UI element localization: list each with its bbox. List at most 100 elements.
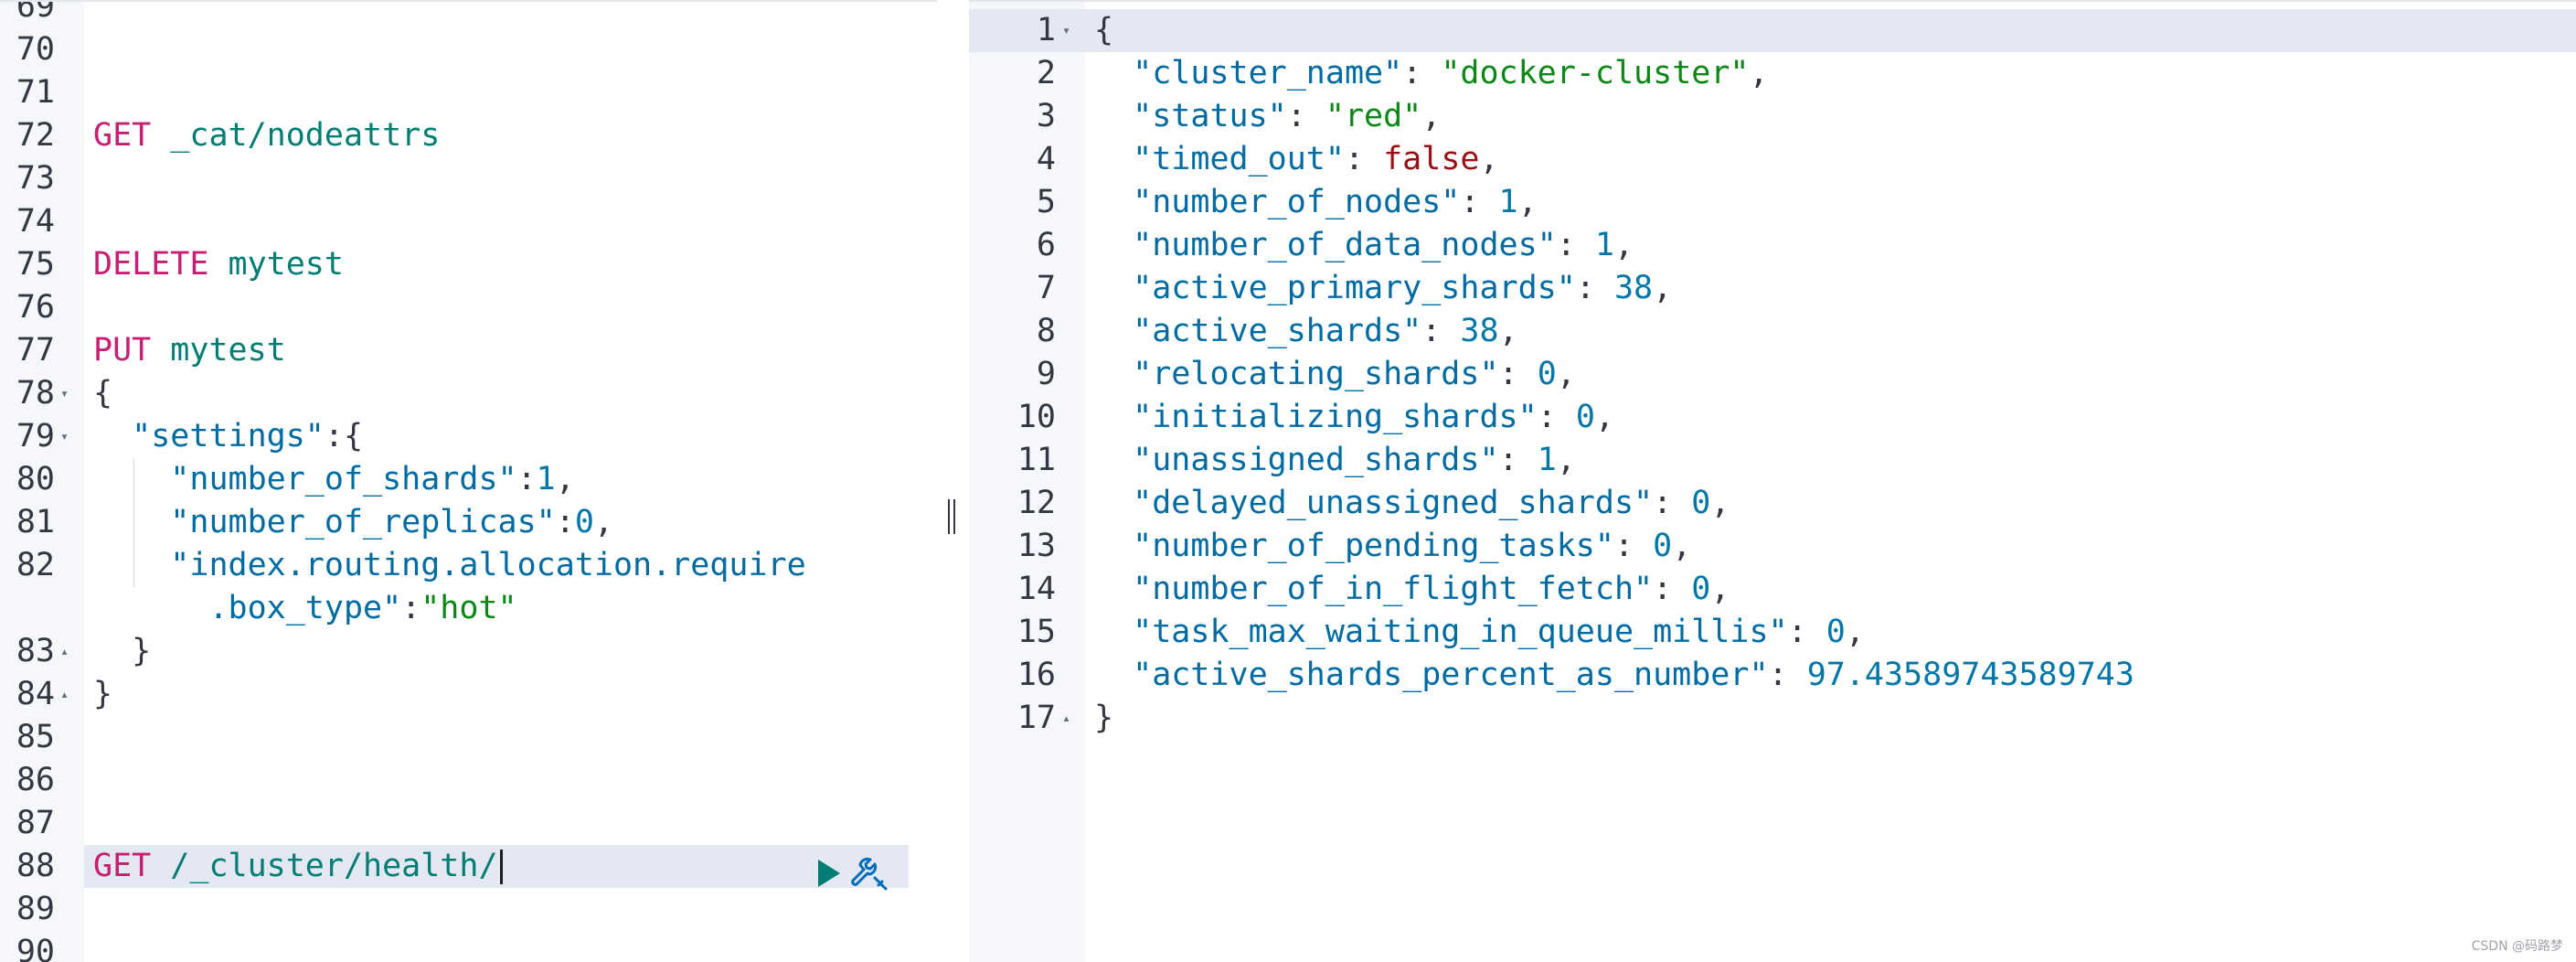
token-pu <box>1094 313 1133 349</box>
token-k: "number_of_shards" <box>170 461 517 497</box>
token-pu: , <box>1613 227 1634 263</box>
request-line[interactable]: 83▴ } <box>0 630 937 673</box>
response-line: 5 "number_of_nodes": 1, <box>969 181 2576 224</box>
token-s: "hot" <box>420 590 517 626</box>
token-k: "number_of_pending_tasks" <box>1133 528 1614 564</box>
request-line[interactable]: 79▾ "settings":{ <box>0 415 937 458</box>
token-pu: : <box>1286 98 1325 134</box>
request-line[interactable]: 84▴} <box>0 673 937 716</box>
code-text: "active_primary_shards": 38, <box>1094 267 1672 310</box>
token-k: "number_of_nodes" <box>1133 184 1461 220</box>
line-number: 1 <box>1036 12 1056 48</box>
fold-toggle-expand-icon[interactable]: ▴ <box>60 686 69 702</box>
token-pu: : <box>516 461 537 497</box>
token-pu: , <box>1517 184 1538 220</box>
response-line: 7 "active_primary_shards": 38, <box>969 267 2576 310</box>
token-n: 38 <box>1460 313 1499 349</box>
code-text: { <box>1094 9 1113 52</box>
token-pu <box>151 332 170 369</box>
token-pu: , <box>1479 141 1499 177</box>
code-text: "status": "red", <box>1094 95 1441 138</box>
request-line[interactable]: 71 <box>0 71 937 114</box>
response-gutter <box>969 2 1085 962</box>
resize-handle[interactable] <box>945 499 960 534</box>
code-text: "settings":{ <box>93 415 363 458</box>
token-pu <box>93 504 170 540</box>
token-pu: , <box>1653 270 1673 306</box>
response-line: 12 "delayed_unassigned_shards": 0, <box>969 482 2576 525</box>
token-k: "number_of_replicas" <box>170 504 556 540</box>
fold-toggle-expand-icon[interactable]: ▴ <box>1062 710 1071 726</box>
request-line[interactable]: 81 "number_of_replicas":0, <box>0 501 937 544</box>
fold-toggle-expand-icon[interactable]: ▴ <box>60 643 69 659</box>
request-line[interactable]: 76 <box>0 286 937 329</box>
token-pu <box>1094 614 1133 650</box>
line-number: 82 <box>16 547 55 583</box>
token-n: 0 <box>1826 614 1846 650</box>
token-pu <box>151 848 170 884</box>
token-pu <box>1094 442 1133 478</box>
request-line[interactable]: .box_type":"hot" <box>0 587 937 630</box>
token-pu: } <box>1094 700 1114 736</box>
line-number: 5 <box>1036 184 1056 220</box>
token-pu: : <box>401 590 421 626</box>
request-line[interactable]: 73 <box>0 157 937 200</box>
wrench-icon[interactable] <box>851 854 891 894</box>
request-line[interactable]: 85 <box>0 716 937 759</box>
watermark: CSDN @码路梦 <box>2471 939 2563 954</box>
token-p: mytest <box>170 332 286 369</box>
active-line-highlight <box>969 9 2576 52</box>
response-line: 8 "active_shards": 38, <box>969 310 2576 353</box>
token-pu <box>93 418 132 454</box>
request-line[interactable]: 80 "number_of_shards":1, <box>0 458 937 501</box>
fold-toggle-collapse-icon[interactable]: ▾ <box>1062 22 1071 38</box>
request-line[interactable]: 90 <box>0 931 937 962</box>
token-pu: } <box>93 633 152 669</box>
token-p: mytest <box>228 246 344 283</box>
line-number: 70 <box>16 31 55 68</box>
line-number: 75 <box>16 246 55 283</box>
code-text: GET _cat/nodeattrs <box>93 114 440 157</box>
line-number: 80 <box>16 461 55 497</box>
request-line[interactable]: 78▾{ <box>0 372 937 415</box>
fold-toggle-collapse-icon[interactable]: ▾ <box>60 385 69 401</box>
token-pu: { <box>93 375 113 412</box>
code-text: "number_of_replicas":0, <box>93 501 613 544</box>
token-pu: , <box>1556 356 1576 392</box>
request-gutter <box>0 2 84 962</box>
response-line: 17▴} <box>969 697 2576 740</box>
token-pu: : <box>1575 270 1614 306</box>
line-number: 77 <box>16 332 55 369</box>
token-p: /_cluster/health/ <box>170 848 498 884</box>
request-line[interactable]: 87 <box>0 802 937 845</box>
request-line[interactable]: 74 <box>0 200 937 243</box>
token-pu <box>1094 184 1133 220</box>
token-m: GET <box>93 848 152 884</box>
line-number: 74 <box>16 203 55 240</box>
token-pu: , <box>1710 485 1730 521</box>
token-pu: , <box>1672 528 1692 564</box>
request-line[interactable]: 86 <box>0 759 937 802</box>
token-k: "settings" <box>132 418 325 454</box>
line-number: 90 <box>16 934 55 962</box>
fold-toggle-collapse-icon[interactable]: ▾ <box>60 428 69 444</box>
request-line[interactable]: 82 "index.routing.allocation.require <box>0 544 937 587</box>
play-icon[interactable] <box>816 858 842 889</box>
token-n: 0 <box>1653 528 1673 564</box>
token-pu <box>151 117 170 154</box>
request-line[interactable]: 89 <box>0 888 937 931</box>
line-number: 85 <box>16 719 55 755</box>
request-line[interactable]: 69 <box>0 0 937 28</box>
line-number: 14 <box>1017 571 1056 607</box>
token-k: "number_of_data_nodes" <box>1133 227 1557 263</box>
request-line[interactable]: 70 <box>0 28 937 71</box>
line-number: 2 <box>1036 55 1056 91</box>
line-number: 69 <box>16 0 55 25</box>
token-pu: , <box>1845 614 1865 650</box>
